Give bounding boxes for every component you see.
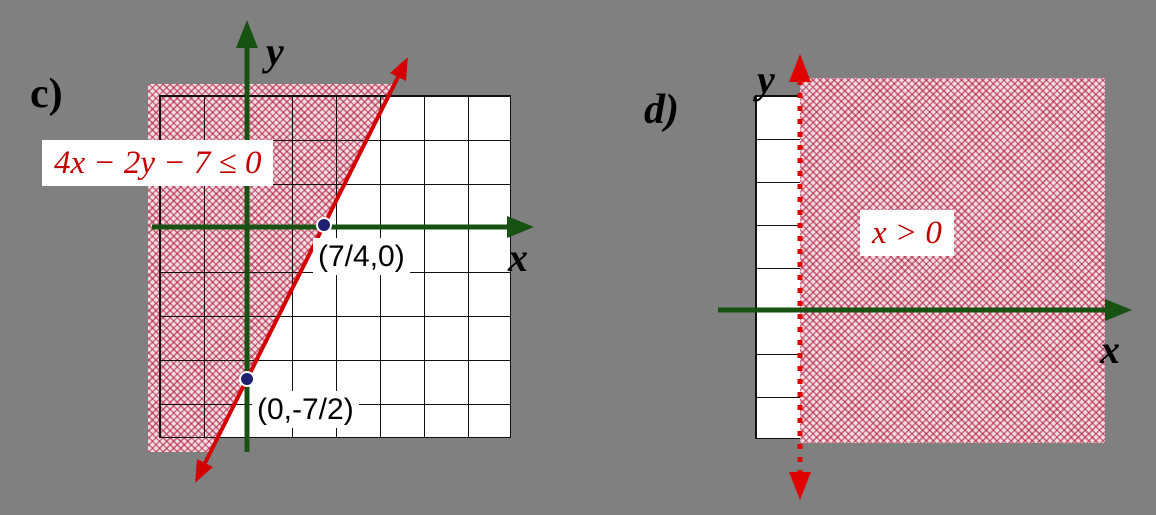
shaded-region-d — [800, 78, 1105, 443]
inequality-label-c: 4x − 2y − 7 ≤ 0 — [42, 140, 274, 187]
x-axis-label-d: x — [1100, 327, 1120, 372]
x-axis-label-c: x — [508, 235, 528, 280]
panel-c-label: c) — [30, 71, 63, 117]
boundary-line-arrow-top-c — [390, 57, 408, 81]
y-axis-label-c: y — [266, 29, 284, 74]
panel-d-label: d) — [644, 87, 679, 133]
boundary-line-arrow-bottom-c — [195, 459, 213, 483]
y-axis-arrow-c — [236, 20, 258, 48]
x-axis-arrow-d — [1105, 299, 1132, 321]
y-axis-label-d: y — [757, 57, 775, 102]
y-intercept-label: (0,-7/2) — [252, 391, 359, 428]
grid-d — [755, 95, 801, 439]
inequality-label-d: x > 0 — [860, 210, 954, 257]
x-intercept-label: (7/4,0) — [313, 238, 410, 275]
boundary-line-arrow-bottom-d — [789, 472, 811, 500]
